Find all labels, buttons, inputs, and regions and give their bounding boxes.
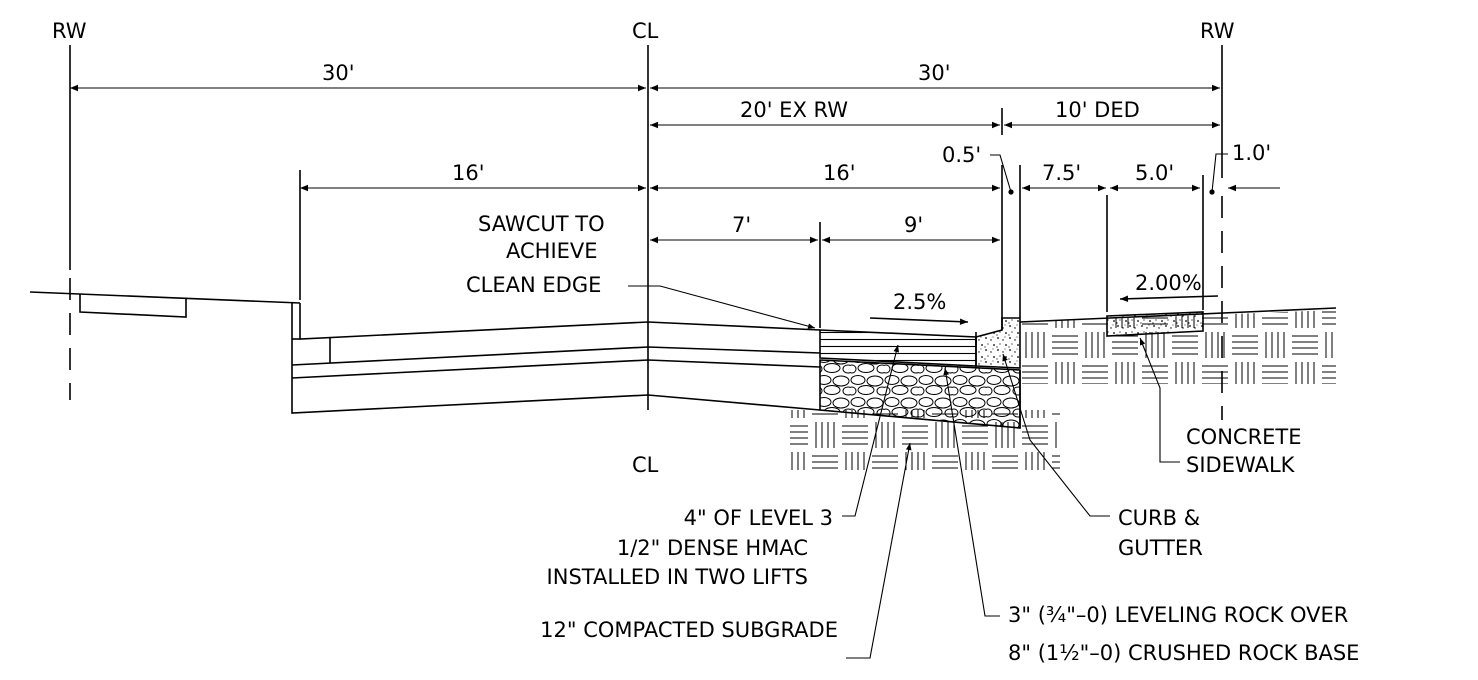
existing-pavement-bottom [291, 346, 821, 366]
curb-text-line-1: CURB & [1118, 506, 1200, 530]
dim-curb-text: 0.5' [942, 143, 981, 167]
subgrade-text: 12" COMPACTED SUBGRADE [540, 618, 838, 642]
existing-base-line [291, 359, 821, 379]
dim-dedication-text: 10' DED [1055, 98, 1140, 122]
hmac-text-line-1: 4" OF LEVEL 3 [684, 506, 833, 530]
hmac-text-line-2: 1/2" DENSE HMAC [617, 536, 808, 560]
rock-base-text-line-1: 3" (¾"–0) LEVELING ROCK OVER [1008, 603, 1348, 627]
sidewalk-leader [1139, 337, 1180, 463]
curb-and-gutter [975, 317, 1021, 369]
curb-leader [1002, 353, 1110, 517]
rock-base-leader [943, 367, 1000, 617]
cl-top-label: CL [632, 19, 659, 43]
rw-right-label: RW [1200, 19, 1235, 43]
sidewalk-text-line-2: SIDEWALK [1186, 453, 1296, 477]
rw-left-label: RW [52, 19, 87, 43]
dim-existing-pavement-text: 7' [732, 213, 751, 237]
sawcut-leader [628, 285, 816, 329]
sawcut-text-line-1: SAWCUT TO [478, 212, 605, 236]
dim-sidewalk-text: 5.0' [1135, 161, 1174, 185]
sidewalk-slope-arrow [1119, 295, 1219, 302]
subgrade-leader [846, 442, 912, 659]
sidewalk-slope-text: 2.00% [1135, 271, 1202, 295]
existing-ground-line [29, 291, 301, 304]
dim-widening-text: 9' [904, 213, 923, 237]
existing-curb-remnant [79, 294, 187, 318]
cl-bottom-label: CL [632, 453, 659, 477]
dimension-lines [70, 84, 1280, 345]
lane-slope-arrow [869, 317, 969, 325]
existing-roadway [29, 291, 821, 414]
widening-section [790, 307, 1337, 470]
curb-dim-leader [990, 154, 1012, 193]
dim-ex-row-text: 20' EX RW [740, 98, 848, 122]
dim-left-row-text: 30' [322, 61, 355, 85]
dim-back-of-walk-text: 1.0' [1232, 141, 1271, 165]
concrete-sidewalk [1106, 311, 1204, 337]
sidewalk-text-line-1: CONCRETE [1186, 425, 1302, 449]
curb-text-line-2: GUTTER [1118, 536, 1203, 560]
rock-base-text-line-2: 8" (1½"–0) CRUSHED ROCK BASE [1008, 641, 1359, 665]
finished-ground-line [1019, 307, 1337, 323]
dim-planter-text: 7.5' [1042, 161, 1081, 185]
sawcut-text-line-2: ACHIEVE [506, 239, 598, 263]
back-of-walk-dim-leader [1211, 153, 1228, 193]
lane-slope-text: 2.5% [893, 290, 946, 314]
hmac-text-line-3: INSTALLED IN TWO LIFTS [547, 565, 808, 589]
existing-subgrade-line [291, 303, 821, 414]
sawcut-text-line-3: CLEAN EDGE [466, 273, 601, 297]
callout-leaders [628, 285, 1180, 659]
hmac-leader [842, 344, 900, 517]
dim-right-paved-text: 16' [823, 161, 856, 185]
existing-pavement-surface [299, 303, 821, 340]
native-soil-hatch-right [1020, 310, 1336, 384]
dim-right-row-text: 30' [918, 61, 951, 85]
dim-left-paved-text: 16' [452, 161, 485, 185]
